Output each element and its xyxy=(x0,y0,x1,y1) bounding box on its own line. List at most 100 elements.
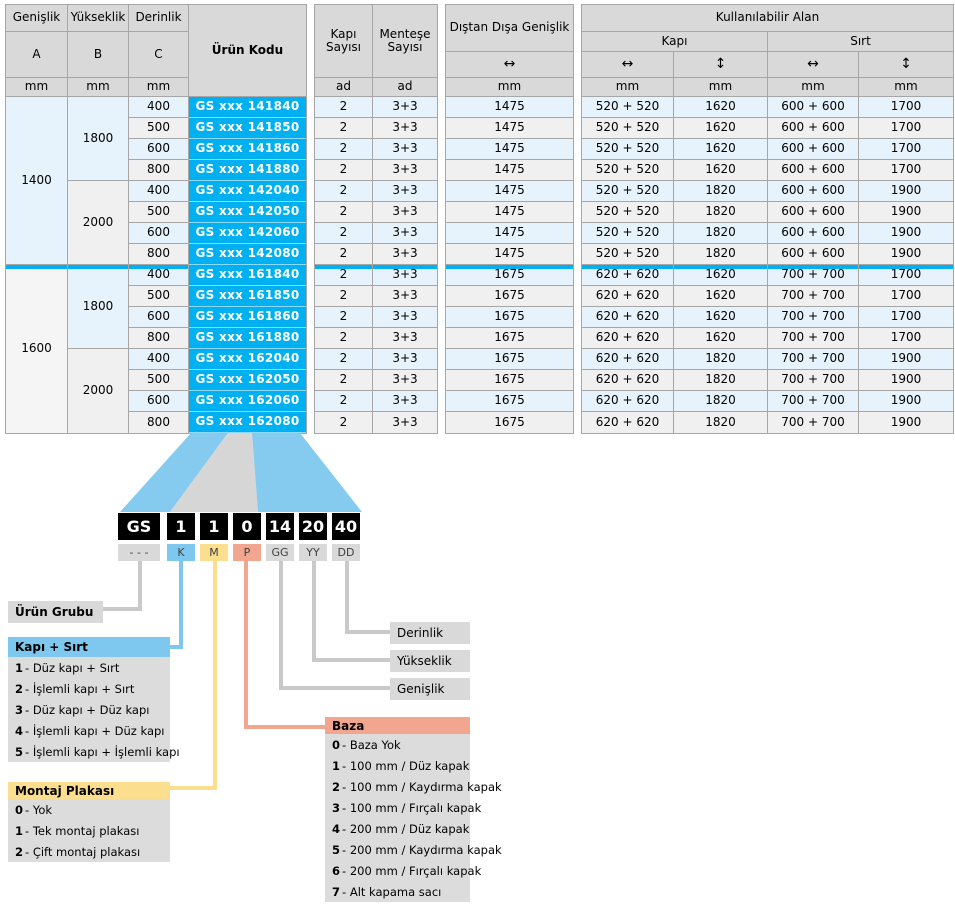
connector-width xyxy=(279,561,390,690)
option-item: 2 - Çift montaj plakası xyxy=(15,844,141,859)
cell-usable-back-width: 700 + 700 xyxy=(768,328,859,349)
cell-depth-c: 500 xyxy=(129,118,189,139)
cell-usable-back-width: 600 + 600 xyxy=(768,139,859,160)
code-segment-P: 0 xyxy=(233,513,261,540)
header-product-code: Ürün Kodu xyxy=(189,5,306,97)
cell-outer-width: 1675 xyxy=(446,412,573,433)
cell-usable-door-height: 1820 xyxy=(674,412,768,433)
cell-usable-back-width: 600 + 600 xyxy=(768,181,859,202)
cell-door-count: 2 xyxy=(315,160,373,181)
option-item: 2 - İşlemli kapı + Sırt xyxy=(15,681,135,696)
cell-outer-width: 1675 xyxy=(446,370,573,391)
option-item: 5 - İşlemli kapı + İşlemli kapı xyxy=(15,744,180,759)
header-height: Yükseklik xyxy=(68,5,129,32)
cell-outer-width: 1675 xyxy=(446,265,573,286)
code-tag-P: P xyxy=(233,544,261,561)
cell-usable-back-height: 1700 xyxy=(859,307,953,328)
cell-door-count: 2 xyxy=(315,202,373,223)
cell-depth-c: 400 xyxy=(129,181,189,202)
connector-base xyxy=(244,561,325,729)
header-door: Kapı xyxy=(582,32,768,52)
cell-product-code: GS xxx 142080 xyxy=(189,244,306,265)
cell-product-code: GS xxx 142060 xyxy=(189,223,306,244)
horizontal-arrow-icon: ↔ xyxy=(582,52,674,78)
cell-product-code: GS xxx 161880 xyxy=(189,328,306,349)
cell-usable-door-width: 620 + 620 xyxy=(582,328,674,349)
cell-width-a: 1600 xyxy=(6,265,68,433)
spec-table: Genişlik Yükseklik Derinlik A B C mm mm … xyxy=(5,4,954,434)
option-item: 6 - 200 mm / Fırçalı kapak xyxy=(332,863,482,878)
cell-usable-door-width: 620 + 620 xyxy=(582,391,674,412)
cell-depth-c: 500 xyxy=(129,286,189,307)
connector-height xyxy=(312,561,390,662)
cell-hinge-count: 3+3 xyxy=(373,328,437,349)
option-item: 0 - Yok xyxy=(15,802,53,817)
option-item: 3 - Düz kapı + Düz kapı xyxy=(15,702,150,717)
option-item: 7 - Alt kapama sacı xyxy=(332,884,442,899)
cell-usable-door-height: 1620 xyxy=(674,265,768,286)
code-tag-DD: DD xyxy=(332,544,360,561)
code-segment-K: 1 xyxy=(167,513,195,540)
cell-usable-door-width: 520 + 520 xyxy=(582,160,674,181)
cell-usable-door-height: 1820 xyxy=(674,181,768,202)
cell-product-code: GS xxx 162060 xyxy=(189,391,306,412)
door-back-header: Kapı + Sırt xyxy=(8,637,170,657)
product-group-label: Ürün Grubu xyxy=(8,601,103,623)
cell-hinge-count: 3+3 xyxy=(373,370,437,391)
cell-hinge-count: 3+3 xyxy=(373,307,437,328)
cell-usable-door-width: 620 + 620 xyxy=(582,349,674,370)
option-item: 5 - 200 mm / Kaydırma kapak xyxy=(332,842,502,857)
header-depth: Derinlik xyxy=(129,5,189,32)
cell-product-code: GS xxx 162050 xyxy=(189,370,306,391)
cell-usable-back-height: 1900 xyxy=(859,370,953,391)
cell-usable-door-height: 1820 xyxy=(674,349,768,370)
cell-usable-back-width: 700 + 700 xyxy=(768,391,859,412)
cell-outer-width: 1475 xyxy=(446,202,573,223)
cell-outer-width: 1475 xyxy=(446,244,573,265)
cell-product-code: GS xxx 162040 xyxy=(189,349,306,370)
cell-usable-door-width: 620 + 620 xyxy=(582,307,674,328)
cell-door-count: 2 xyxy=(315,97,373,118)
header-door-count: Kapı Sayısı xyxy=(315,5,373,78)
cell-usable-back-width: 700 + 700 xyxy=(768,265,859,286)
cell-door-count: 2 xyxy=(315,286,373,307)
option-item: 4 - İşlemli kapı + Düz kapı xyxy=(15,723,165,738)
cell-usable-door-width: 620 + 620 xyxy=(582,265,674,286)
connector-product-group xyxy=(103,561,142,611)
cell-door-count: 2 xyxy=(315,328,373,349)
cell-usable-back-height: 1700 xyxy=(859,160,953,181)
legend-connectors xyxy=(103,433,390,790)
cell-height-b: 1800 xyxy=(68,97,129,181)
cell-usable-back-width: 600 + 600 xyxy=(768,202,859,223)
cell-usable-back-width: 600 + 600 xyxy=(768,244,859,265)
cell-door-count: 2 xyxy=(315,412,373,433)
cell-door-count: 2 xyxy=(315,118,373,139)
cell-usable-back-width: 600 + 600 xyxy=(768,160,859,181)
cell-depth-c: 600 xyxy=(129,223,189,244)
header-unit-mm: mm xyxy=(674,78,768,97)
cell-outer-width: 1675 xyxy=(446,328,573,349)
cell-depth-c: 600 xyxy=(129,307,189,328)
cell-product-code: GS xxx 141880 xyxy=(189,160,306,181)
cell-depth-c: 500 xyxy=(129,202,189,223)
cell-usable-back-height: 1700 xyxy=(859,328,953,349)
header-unit-mm: mm xyxy=(68,78,129,97)
funnel-left xyxy=(120,433,228,512)
cell-product-code: GS xxx 142040 xyxy=(189,181,306,202)
header-unit-ad: ad xyxy=(373,78,437,97)
cell-hinge-count: 3+3 xyxy=(373,412,437,433)
height-label: Yükseklik xyxy=(390,650,470,672)
code-segment-M: 1 xyxy=(200,513,228,540)
funnel-middle xyxy=(170,433,258,512)
code-tag-K: K xyxy=(167,544,195,561)
funnel-right xyxy=(252,433,362,512)
base-header: Baza xyxy=(325,717,470,734)
cell-usable-back-height: 1900 xyxy=(859,391,953,412)
dimensions-and-code-group: Genişlik Yükseklik Derinlik A B C mm mm … xyxy=(5,4,307,434)
cell-hinge-count: 3+3 xyxy=(373,391,437,412)
cell-door-count: 2 xyxy=(315,181,373,202)
cell-height-b: 2000 xyxy=(68,181,129,265)
